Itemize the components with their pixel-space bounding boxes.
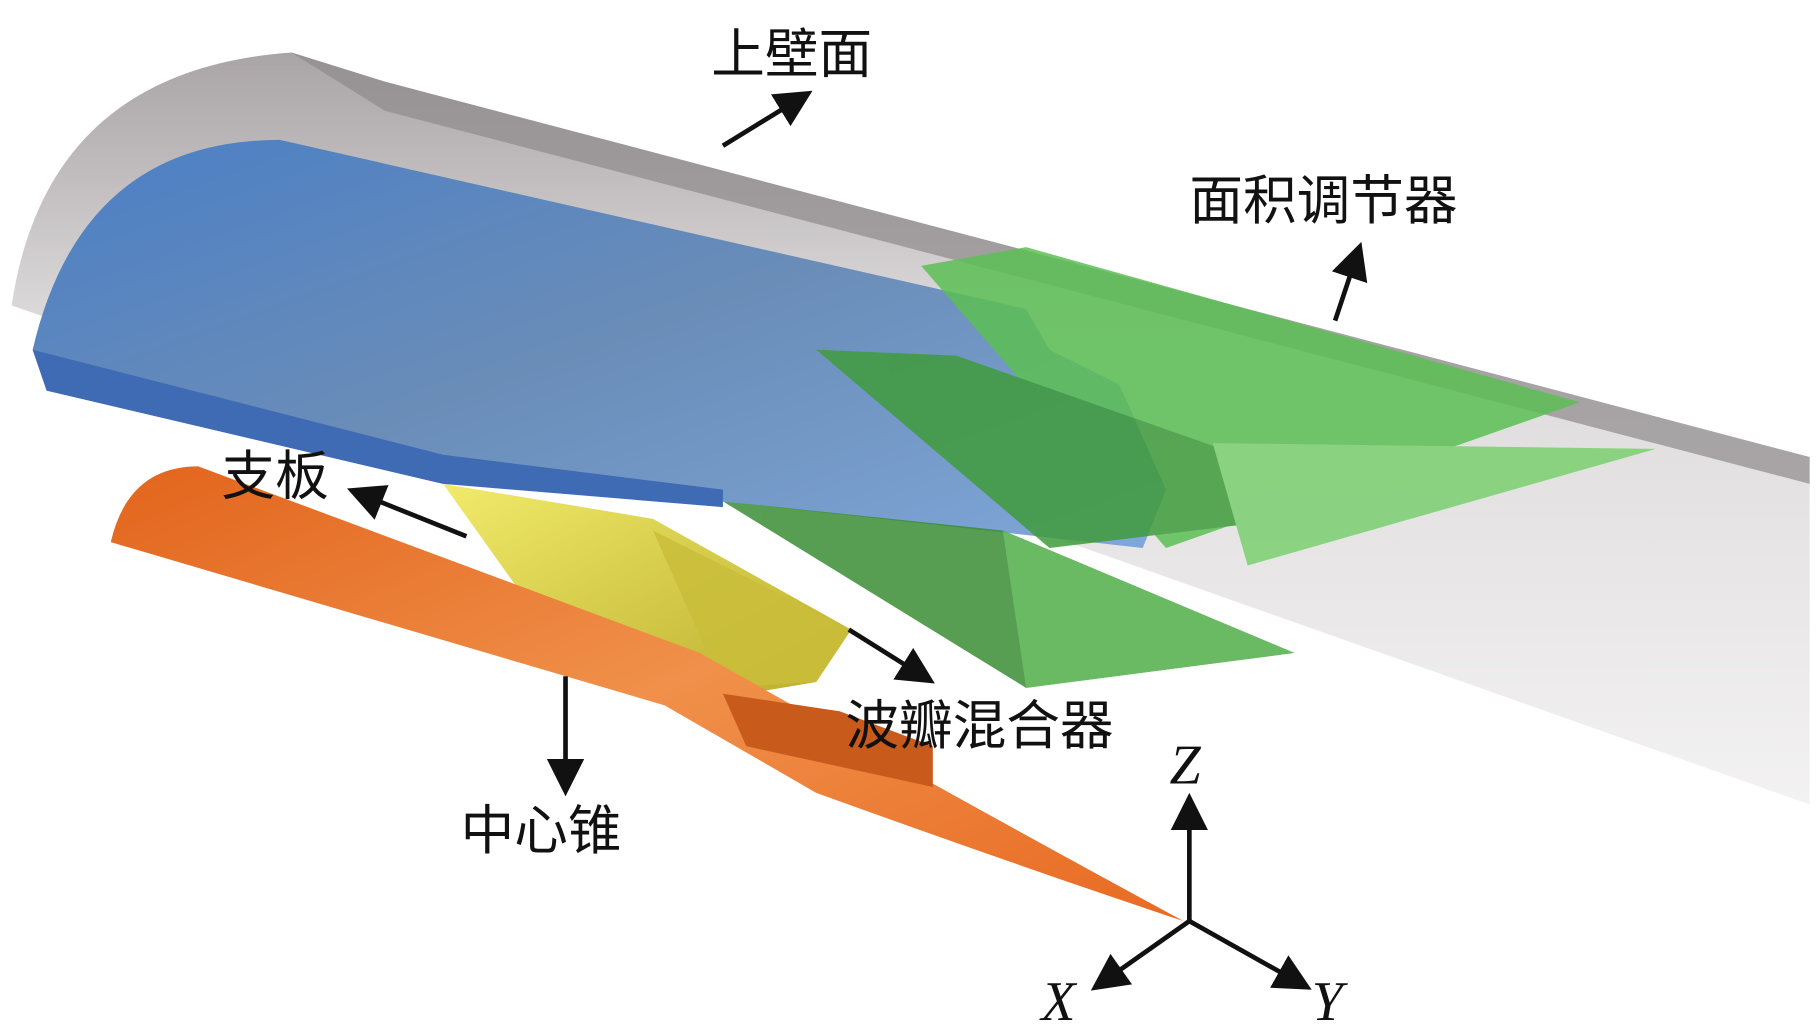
upper-wall-arrow	[721, 90, 813, 148]
z-axis-label: Z	[1170, 734, 1202, 796]
coordinate-axes: Z X Y	[1039, 734, 1349, 1026]
lobed-mixer-label: 波瓣混合器	[845, 694, 1113, 757]
center-cone-shape	[110, 466, 1184, 922]
y-axis-arrow	[1188, 919, 1312, 990]
x-axis-label: X	[1039, 971, 1077, 1026]
upper-wall-label: 上壁面	[711, 22, 872, 85]
area-regulator-label: 面积调节器	[1189, 169, 1457, 232]
duct-bottom-edge	[32, 349, 723, 508]
strut-label: 支板	[222, 444, 329, 507]
lobed-mixer-arrow	[847, 627, 935, 684]
x-axis-arrow	[1090, 919, 1191, 991]
y-axis-label: Y	[1312, 971, 1349, 1026]
center-cone-rear	[722, 693, 933, 787]
strut-arrow	[346, 485, 468, 539]
area-regulator-arrow	[1331, 241, 1368, 322]
center-cone-label: 中心锥	[461, 799, 622, 862]
area-regulator-shape	[722, 247, 1656, 688]
lobed-mixer-shape	[652, 530, 852, 688]
